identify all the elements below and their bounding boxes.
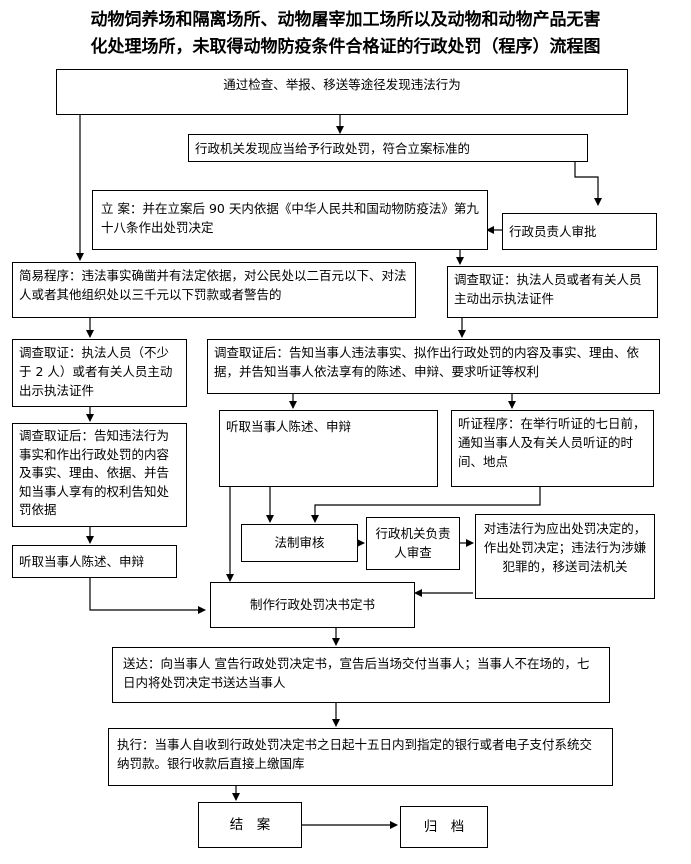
node-file-case-text: 立 案：并在立案后 90 天内依据《中华人民共和国动物防疫法》第九十八条作出处罚… (101, 201, 479, 235)
node-agency-review-text: 行政机关负责人审查 (375, 526, 451, 560)
node-agency-review: 行政机关负责人审查 (366, 517, 460, 570)
node-make-decision-text: 制作行政处罚决书定书 (249, 597, 375, 612)
node-agency-find: 行政机关发现应当给予行政处罚，符合立案标准的 (188, 134, 588, 162)
node-legal-review: 法制审核 (241, 524, 358, 562)
node-hear-statement-left: 听取当事人陈述、申辩 (12, 545, 177, 578)
node-close-case-text: 结 案 (229, 817, 271, 833)
node-investigate-right: 调查取证：执法人员或者有关人员主动出示执法证件 (447, 266, 658, 318)
node-hearing-procedure-text: 听证程序：在举行听证的七日前，通知当事人及有关人员听证的时间、地点 (458, 416, 646, 469)
node-execute-text: 执行：当事人自收到行政处罚决定书之日起十五日内到指定的银行或者电子支付系统交纳罚… (117, 737, 593, 771)
node-after-investigate-mid: 调查取证后：告知当事人违法事实、拟作出行政处罚的内容及事实、理由、依据，并告知当… (207, 339, 660, 394)
node-deliver: 送达：向当事人 宣告行政处罚决定书，宣告后当场交付当事人；当事人不在场的，七日内… (112, 647, 610, 703)
node-agency-find-text: 行政机关发现应当给予行政处罚，符合立案标准的 (195, 141, 471, 156)
node-discover: 通过检查、举报、移送等途径发现违法行为 (56, 69, 628, 115)
node-archive: 归 档 (400, 806, 488, 848)
arrow-hearleft-to-make (89, 578, 206, 614)
node-hear-statement-mid-text: 听取当事人陈述、申辩 (226, 419, 352, 434)
diagram-title-line2: 化处理场所，未取得动物防疫条件合格证的行政处罚（程序）流程图 (90, 37, 601, 57)
node-legal-review-text: 法制审核 (274, 535, 325, 550)
node-admin-approve-text: 行政员责人审批 (509, 224, 597, 239)
node-deliver-text: 送达：向当事人 宣告行政处罚决定书，宣告后当场交付当事人；当事人不在场的，七日内… (123, 656, 590, 690)
node-execute: 执行：当事人自收到行政处罚决定书之日起十五日内到指定的银行或者电子支付系统交纳罚… (108, 728, 613, 786)
node-after-investigate-left-text: 调查取证后：告知违法行为事实和作出行政处罚的内容及事实、理由、依据、并告知当事人… (19, 428, 170, 517)
node-simple-procedure: 简易程序：违法事实确凿并有法定依据，对公民处以二百元以下、对法人或者其他组织处以… (12, 262, 416, 318)
node-file-case: 立 案：并在立案后 90 天内依据《中华人民共和国动物防疫法》第九十八条作出处罚… (92, 190, 488, 250)
node-archive-text: 归 档 (423, 819, 465, 835)
node-simple-procedure-text: 简易程序：违法事实确凿并有法定依据，对公民处以二百元以下、对法人或者其他组织处以… (19, 268, 407, 302)
node-admin-approve: 行政员责人审批 (502, 213, 657, 250)
node-investigate-right-text: 调查取证：执法人员或者有关人员主动出示执法证件 (454, 272, 642, 306)
node-decision-text: 对违法行为应出处罚决定的，作出处罚决定；违法行为涉嫌犯罪的，移送司法机关 (483, 521, 647, 574)
node-hear-statement-left-text: 听取当事人陈述、申辩 (19, 554, 145, 569)
node-make-decision: 制作行政处罚决书定书 (210, 582, 415, 628)
node-hear-statement-mid: 听取当事人陈述、申辩 (219, 410, 438, 487)
node-investigate-left: 调查取证：执法人员（不少于 2 人）或者有关人员主动出示执法证件 (12, 339, 187, 407)
diagram-title-line1: 动物饲养场和隔离场所、动物屠宰加工场所以及动物和动物产品无害 (90, 10, 601, 30)
node-hearing-procedure: 听证程序：在举行听证的七日前，通知当事人及有关人员听证的时间、地点 (451, 410, 654, 487)
node-investigate-left-text: 调查取证：执法人员（不少于 2 人）或者有关人员主动出示执法证件 (19, 345, 173, 398)
node-discover-text: 通过检查、举报、移送等途径发现违法行为 (223, 77, 461, 92)
arrow-agency-to-approve (574, 160, 602, 206)
node-after-investigate-mid-text: 调查取证后：告知当事人违法事实、拟作出行政处罚的内容及事实、理由、依据，并告知当… (214, 345, 640, 379)
arrow-hearing-to-legal (311, 487, 541, 523)
node-after-investigate-left: 调查取证后：告知违法行为事实和作出行政处罚的内容及事实、理由、依据、并告知当事人… (12, 423, 187, 527)
node-close-case: 结 案 (198, 802, 302, 848)
node-decision: 对违法行为应出处罚决定的，作出处罚决定；违法行为涉嫌犯罪的，移送司法机关 (475, 514, 655, 599)
